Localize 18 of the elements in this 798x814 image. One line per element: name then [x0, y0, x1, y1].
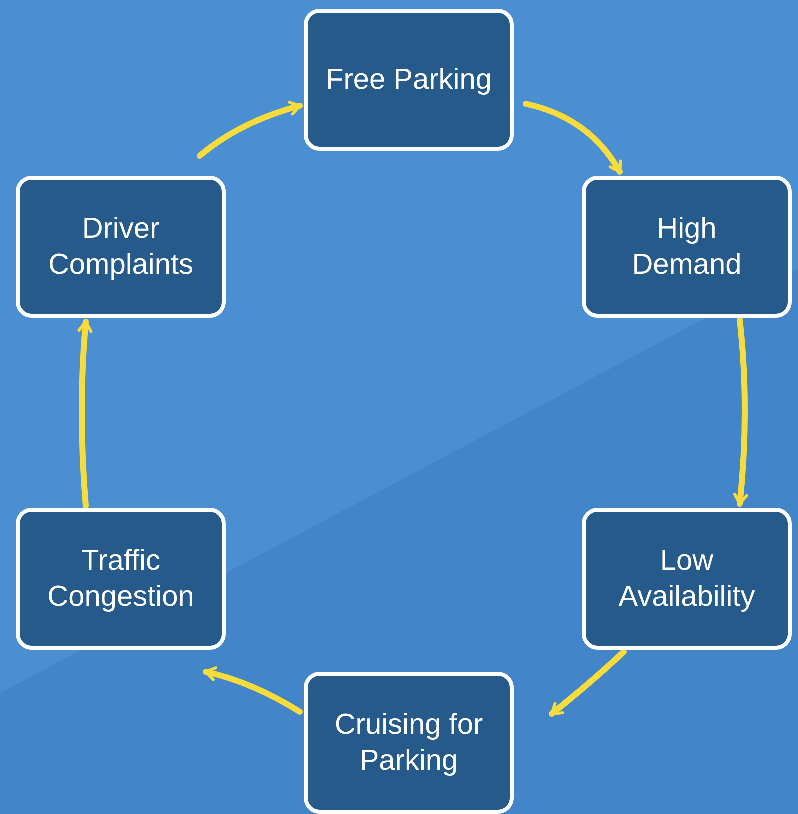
box-label: Traffic Congestion: [46, 544, 196, 615]
curved-arrow: [197, 101, 303, 159]
curved-arrow: [78, 319, 93, 509]
curved-arrow: [523, 101, 623, 175]
process-box: [16, 508, 226, 650]
curved-arrow: [549, 649, 627, 717]
process-box: [304, 672, 514, 814]
process-box: [16, 176, 226, 318]
box-label: High Demand: [631, 212, 743, 283]
box-label: Free Parking: [326, 63, 492, 98]
process-box: [582, 176, 792, 318]
curved-arrow: [203, 666, 303, 715]
box-label: Low Availability: [618, 544, 756, 615]
process-box: [582, 508, 792, 650]
box-label: Cruising for Parking: [334, 708, 484, 779]
box-label: Driver Complaints: [47, 212, 195, 283]
curved-arrow: [733, 317, 748, 507]
process-box: [304, 9, 514, 151]
